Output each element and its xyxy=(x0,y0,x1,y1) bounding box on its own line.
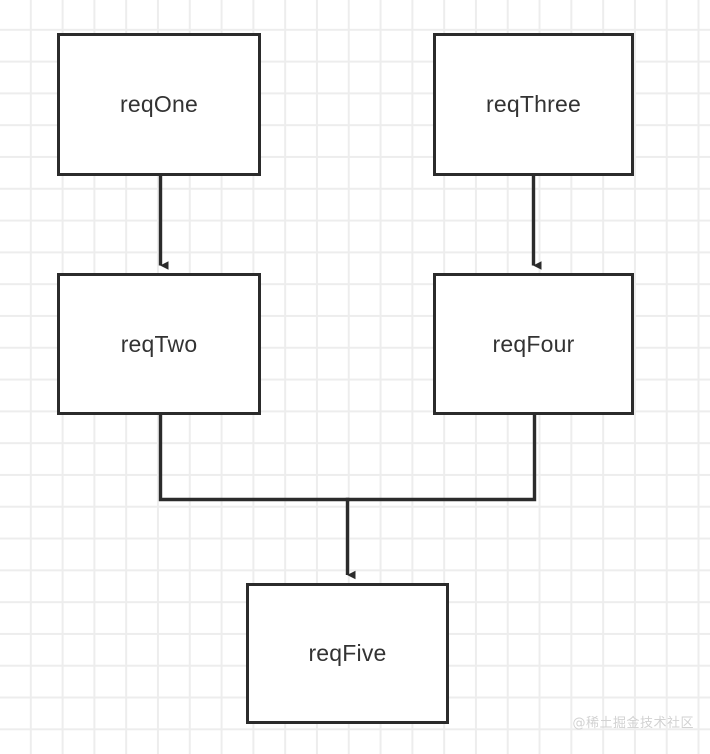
node-reqtwo[interactable]: reqTwo xyxy=(57,273,261,415)
node-reqone[interactable]: reqOne xyxy=(57,33,261,176)
edge-path xyxy=(158,413,350,502)
node-reqfive[interactable]: reqFive xyxy=(246,583,449,724)
node-label: reqFour xyxy=(492,330,575,357)
node-label: reqFive xyxy=(308,640,387,666)
edge-reqtwo-to-merge xyxy=(158,413,350,502)
node-label: reqOne xyxy=(120,91,198,117)
node-reqfour[interactable]: reqFour xyxy=(433,273,634,415)
node-label: reqThree xyxy=(486,91,581,117)
edge-reqfour-to-merge xyxy=(345,413,537,502)
watermark-text: @稀土掘金技术社区 xyxy=(572,716,694,731)
edge-path xyxy=(345,413,537,502)
node-label: reqTwo xyxy=(120,330,198,357)
node-reqthree[interactable]: reqThree xyxy=(433,33,634,176)
